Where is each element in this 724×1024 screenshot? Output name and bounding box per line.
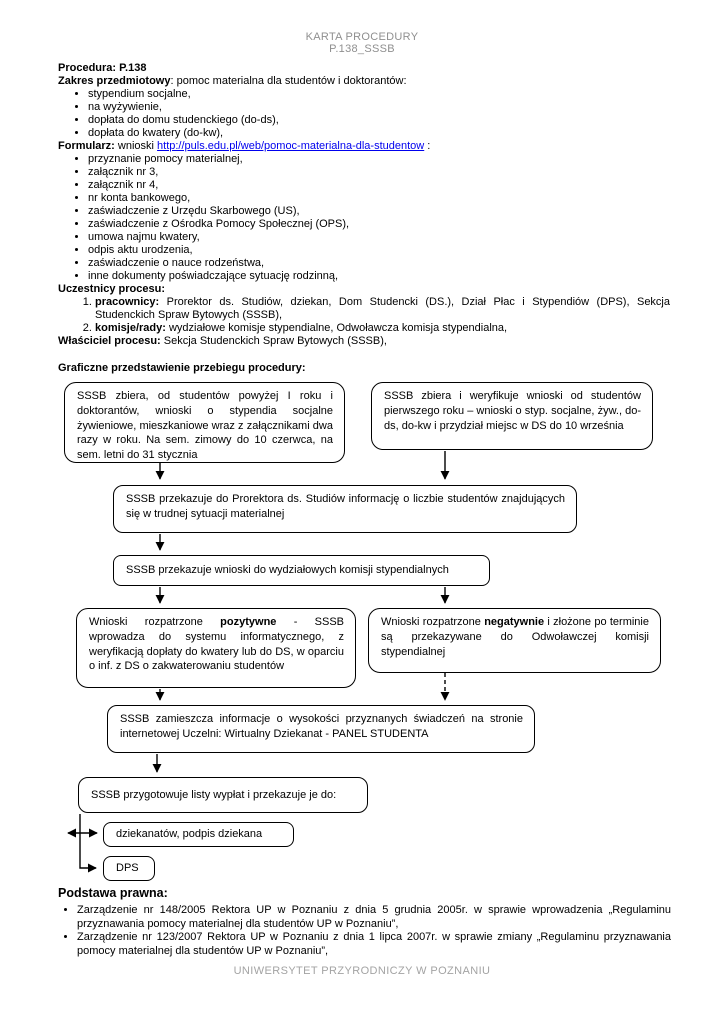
legal-list: Zarządzenie nr 148/2005 Rektora UP w Poz… (58, 904, 671, 958)
document-footer: UNIWERSYTET PRZYRODNICZY W POZNANIU (233, 965, 491, 977)
wlasciciel-line: Właściciel procesu: Sekcja Studenckich S… (58, 335, 670, 348)
document-header-title: KARTA PROCEDURY (305, 31, 419, 43)
legal-title: Podstawa prawna: (58, 886, 168, 900)
uczestnicy-list: pracownicy: Prorektor ds. Studiów, dziek… (58, 296, 670, 335)
formularz-pre-text: wnioski (114, 140, 158, 152)
flow-box-wnioski-negatywne: Wnioski rozpatrzone negatywnie i złożone… (368, 608, 661, 673)
uczestnicy-item-label: komisje/rady: (95, 322, 166, 334)
document-header-subtitle: P.138_SSSB (329, 43, 395, 55)
list-item: dopłata do kwatery (do-kw), (88, 127, 670, 140)
procedura-line: Procedura: P.138 (58, 62, 670, 75)
list-item: odpis aktu urodzenia, (88, 244, 670, 257)
formularz-list: przyznanie pomocy materialnej, załącznik… (58, 153, 670, 283)
list-item: załącznik nr 3, (88, 166, 670, 179)
formularz-link[interactable]: http://puls.edu.pl/web/pomoc-materialna-… (157, 140, 425, 152)
list-item: inne dokumenty poświadczające sytuację r… (88, 270, 670, 283)
uczestnicy-item-text: wydziałowe komisje stypendialne, Odwoław… (165, 322, 508, 334)
zakres-list: stypendium socjalne, na wyżywienie, dopł… (58, 88, 670, 140)
flow-box-dziekanaty: dziekanatów, podpis dziekana (103, 822, 294, 847)
flow-box-dps: DPS (103, 856, 155, 881)
list-item: zaświadczenie z Urzędu Skarbowego (US), (88, 205, 670, 218)
flow-box-listy-wyplat: SSSB przygotowuje listy wypłat i przekaz… (78, 777, 368, 813)
list-item: umowa najmu kwatery, (88, 231, 670, 244)
procedura-label: Procedura: (58, 62, 117, 74)
list-item: komisje/rady: wydziałowe komisje stypend… (95, 322, 670, 335)
flow-box-wnioski-pozytywne: Wnioski rozpatrzone pozytywne - SSSB wpr… (76, 608, 356, 688)
formularz-post-text: : (424, 140, 431, 152)
list-item: dopłata do domu studenckiego (do-ds), (88, 114, 670, 127)
list-item: Zarządzenie nr 148/2005 Rektora UP w Poz… (77, 904, 671, 931)
list-item: Zarządzenie nr 123/2007 Rektora UP w Poz… (77, 931, 671, 958)
list-item: pracownicy: Prorektor ds. Studiów, dziek… (95, 296, 670, 322)
procedura-value: P.138 (116, 62, 147, 74)
legal-section: Podstawa prawna: Zarządzenie nr 148/2005… (58, 886, 671, 958)
zakres-label: Zakres przedmiotowy (58, 75, 171, 87)
zakres-line: Zakres przedmiotowy: pomoc materialna dl… (58, 75, 670, 88)
zakres-text: : pomoc materialna dla studentów i dokto… (170, 75, 407, 87)
uczestnicy-heading: Uczestnicy procesu: (58, 283, 165, 295)
uczestnicy-item-text: Prorektor ds. Studiów, dziekan, Dom Stud… (95, 296, 670, 321)
list-item: zaświadczenie z Ośrodka Pomocy Społeczne… (88, 218, 670, 231)
flow-box-sssb-zbiera-starsi: SSSB zbiera, od studentów powyżej I roku… (64, 382, 345, 463)
list-item: na wyżywienie, (88, 101, 670, 114)
formularz-label: Formularz: (58, 140, 115, 152)
flow-box-przekazanie-komisjom: SSSB przekazuje wnioski do wydziałowych … (113, 555, 490, 586)
intro-section: Procedura: P.138 Zakres przedmiotowy: po… (58, 62, 670, 348)
uczestnicy-item-label: pracownicy: (95, 296, 160, 308)
document-header: KARTA PROCEDURY P.138_SSSB (0, 31, 724, 55)
negatywnie-bold: negatywnie (484, 616, 545, 628)
flow-box-sssb-zbiera-pierwszy-rok: SSSB zbiera i weryfikuje wnioski od stud… (371, 382, 653, 450)
flow-box-informacja-prorektor: SSSB przekazuje do Prorektora ds. Studió… (113, 485, 577, 533)
wlasciciel-text: Sekcja Studenckich Spraw Bytowych (SSSB)… (160, 335, 387, 347)
flowchart-title: Graficzne przedstawienie przebiegu proce… (58, 362, 306, 374)
wlasciciel-label: Właściciel procesu: (58, 335, 161, 347)
list-item: załącznik nr 4, (88, 179, 670, 192)
flow-box-panel-studenta: SSSB zamieszcza informacje o wysokości p… (107, 705, 535, 753)
elbow-arrow-to-dps (79, 814, 97, 873)
list-item: zaświadczenie o nauce rodzeństwa, (88, 257, 670, 270)
list-item: stypendium socjalne, (88, 88, 670, 101)
list-item: przyznanie pomocy materialnej, (88, 153, 670, 166)
list-item: nr konta bankowego, (88, 192, 670, 205)
pozytywne-bold: pozytywne (220, 616, 277, 628)
formularz-line: Formularz: wnioski http://puls.edu.pl/we… (58, 140, 670, 153)
